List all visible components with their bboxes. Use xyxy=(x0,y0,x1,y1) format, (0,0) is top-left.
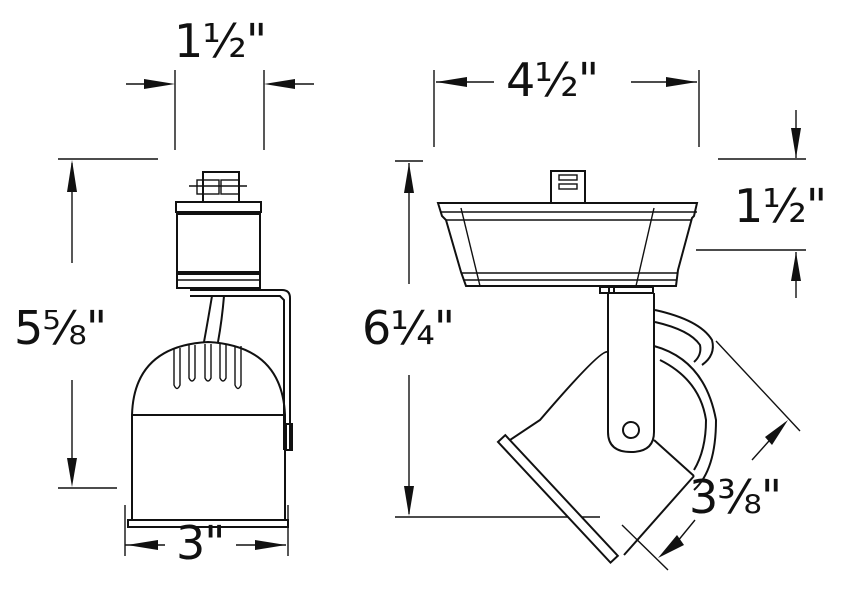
side-top-dimension-lines xyxy=(433,70,700,147)
front-bottom-width-label: 3" xyxy=(176,516,225,570)
side-view xyxy=(395,70,806,571)
side-diameter-dimension-lines xyxy=(621,340,801,571)
side-height-dimension-lines xyxy=(395,160,600,518)
front-bottom-dimension-lines xyxy=(124,505,289,556)
front-view xyxy=(58,70,314,556)
side-fixture-body xyxy=(436,170,718,565)
cooling-fins xyxy=(173,344,242,390)
front-overall-height-label: 5⅝" xyxy=(14,301,107,355)
front-height-dimension-lines xyxy=(58,158,158,489)
side-canopy-height-label: 1½" xyxy=(734,179,827,233)
side-canopy-width-label: 4½" xyxy=(506,53,599,107)
front-fixture-body xyxy=(127,171,293,528)
side-canopy-dimension-lines xyxy=(696,110,806,298)
front-top-dimension-lines xyxy=(126,70,314,150)
front-head-width-label: 1½" xyxy=(174,14,267,68)
side-lamp-diameter-label: 3⅜" xyxy=(689,470,782,524)
side-overall-height-label: 6¼" xyxy=(362,301,455,355)
